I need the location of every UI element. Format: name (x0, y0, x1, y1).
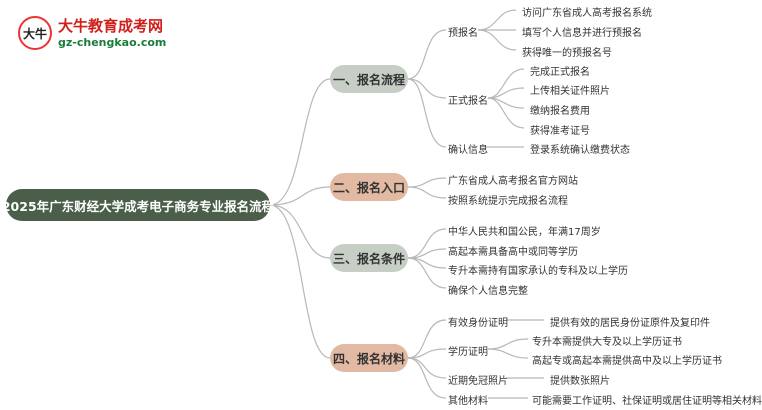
leaf-item: 缴纳报名费用 (530, 106, 590, 117)
leaf-item: 填写个人信息并进行预报名 (522, 28, 642, 39)
node-id-proof: 有效身份证明 (448, 318, 508, 329)
node-other-materials: 其他材料 (448, 396, 488, 407)
leaf-item: 登录系统确认缴费状态 (530, 145, 630, 156)
connector-root-cat1 (269, 78, 331, 206)
category-registration-conditions: 三、报名条件 (330, 244, 408, 272)
leaf-item: 提供数张照片 (550, 376, 610, 387)
leaf-item: 上传相关证件照片 (530, 86, 610, 97)
node-confirm-info: 确认信息 (448, 145, 488, 156)
node-photo: 近期免冠照片 (448, 376, 508, 387)
leaf-item: 高起专或高起本需提供高中及以上学历证书 (532, 356, 722, 367)
connector-cat1-queren (407, 78, 447, 148)
connector-cat1-yubaoming (407, 29, 447, 80)
mindmap-root: 2025年广东财经大学成考电子商务专业报名流程 (2, 189, 274, 221)
category-registration-entry: 二、报名入口 (330, 173, 408, 201)
leaf-item: 提供有效的居民身份证原件及复印件 (550, 318, 710, 329)
logo-url: gz-chengkao.com (58, 36, 167, 49)
leaf-item: 获得唯一的预报名号 (522, 48, 612, 59)
leaf-item: 高起本需具备高中或同等学历 (448, 247, 578, 258)
leaf-item: 广东省成人高考报名官方网站 (448, 176, 578, 187)
logo-emblem: 大牛 (18, 16, 52, 50)
category-registration-materials: 四、报名材料 (330, 344, 408, 372)
node-formal-registration: 正式报名 (448, 96, 488, 107)
node-pre-registration: 预报名 (448, 28, 478, 39)
leaf-item: 专升本需持有国家承认的专科及以上学历 (448, 266, 628, 277)
leaf-item: 可能需要工作证明、社保证明或居住证明等相关材料 (532, 396, 762, 407)
leaf-item: 获得准考证号 (530, 126, 590, 137)
connector-root-cat3 (269, 204, 331, 259)
site-logo: 大牛 大牛教育成考网 gz-chengkao.com (18, 14, 168, 54)
node-education-proof: 学历证明 (448, 347, 488, 358)
connector-root-cat2 (269, 186, 331, 206)
leaf-item: 完成正式报名 (530, 67, 590, 78)
category-registration-process: 一、报名流程 (330, 65, 408, 93)
connector-root-cat4 (269, 204, 331, 359)
leaf-item: 专升本需提供大专及以上学历证书 (532, 337, 682, 348)
leaf-item: 按照系统提示完成报名流程 (448, 196, 568, 207)
logo-title: 大牛教育成考网 (58, 17, 164, 35)
leaf-item: 中华人民共和国公民，年满17周岁 (448, 227, 601, 238)
leaf-item: 确保个人信息完整 (448, 286, 528, 297)
leaf-item: 访问广东省成人高考报名系统 (522, 8, 652, 19)
